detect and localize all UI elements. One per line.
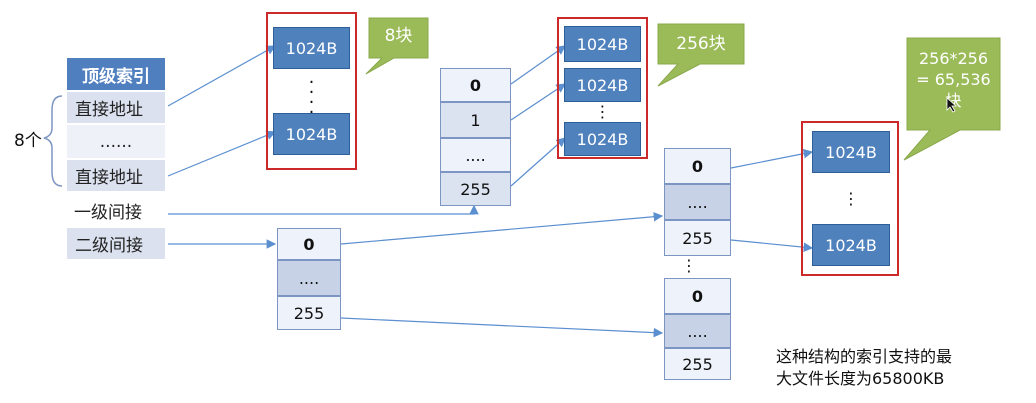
l2-top-index-row-0: 0 [277,228,341,260]
l1-block-1: 1024B [564,68,641,102]
l2-top-index-row-ellipsis: .... [277,260,341,296]
callout-65536-shape [903,37,1001,161]
l1-blocks-dots: ⋮ [594,102,611,121]
top-index-row-level1: 一级间接 [74,203,142,223]
l2-sub-b-row-255: 255 [664,348,731,380]
top-index-row-ellipsis: ...... [66,124,166,159]
l1-block-255: 1024B [564,122,641,156]
l2-sub-b-row-0: 0 [664,278,731,314]
l1-block-0: 1024B [564,26,641,62]
callout-65536-line1: 256*256 [918,49,989,68]
l1-index-row-1: 1 [440,102,511,138]
arrow-l2a-0 [730,148,814,169]
l2-blocks-frame [801,121,899,276]
arrow-l1-255 [510,137,566,187]
direct-blocks-frame [266,12,357,170]
callout-8-text: 8块 [384,26,413,46]
brace [43,95,63,187]
callout-65536-line2: = 65,536 [916,70,991,89]
direct-block-bottom: 1024B [273,113,350,155]
brace-label: 8个 [14,131,42,151]
callout-256-shape [657,23,745,87]
arrow-l2-0 [340,211,664,245]
l1-index-row-ellipsis: .... [440,138,511,172]
l2-sub-a-row-ellipsis: .... [664,184,731,220]
summary-line2: 大文件长度为65800KB [776,369,945,388]
arrow-direct-2 [167,130,277,177]
l2-top-index-row-255: 255 [277,296,341,330]
top-index-row-direct-2: 直接地址 [66,159,166,192]
callout-8-shape [365,17,429,75]
l2-sub-dots: ⋮ [681,256,697,275]
arrow-l2a-255 [730,239,814,252]
top-index-row-direct-1: 直接地址 [66,91,166,124]
arrow-l1-1 [510,83,566,121]
arrow-l1-0 [510,45,566,85]
direct-block-top: 1024B [273,27,350,69]
callout-256-text: 256块 [676,34,726,54]
arrow-direct-1 [167,45,277,107]
l2-sub-a-row-255: 255 [664,220,731,256]
l2-sub-a-row-0: 0 [664,148,731,184]
l1-blocks-frame [557,17,648,159]
top-index-header: 顶级索引 [66,57,166,91]
l2-sub-b-row-ellipsis: .... [664,314,731,348]
mouse-cursor-icon [946,97,958,113]
l2-blocks-dots: ⋮ [843,189,859,208]
callout-65536-text: 256*256 = 65,536 块 [907,48,1000,111]
l1-index-row-0: 0 [440,68,511,102]
l2-block-bottom: 1024B [812,224,890,266]
top-index-row-level2: 二级间接 [66,227,166,260]
arrow-level1 [168,204,479,215]
arrow-l2-255 [340,317,664,338]
l1-index-row-255: 255 [440,172,511,206]
l2-block-top: 1024B [812,131,890,173]
summary-text: 这种结构的索引支持的最 大文件长度为65800KB [776,346,952,390]
summary-line1: 这种结构的索引支持的最 [776,347,953,366]
